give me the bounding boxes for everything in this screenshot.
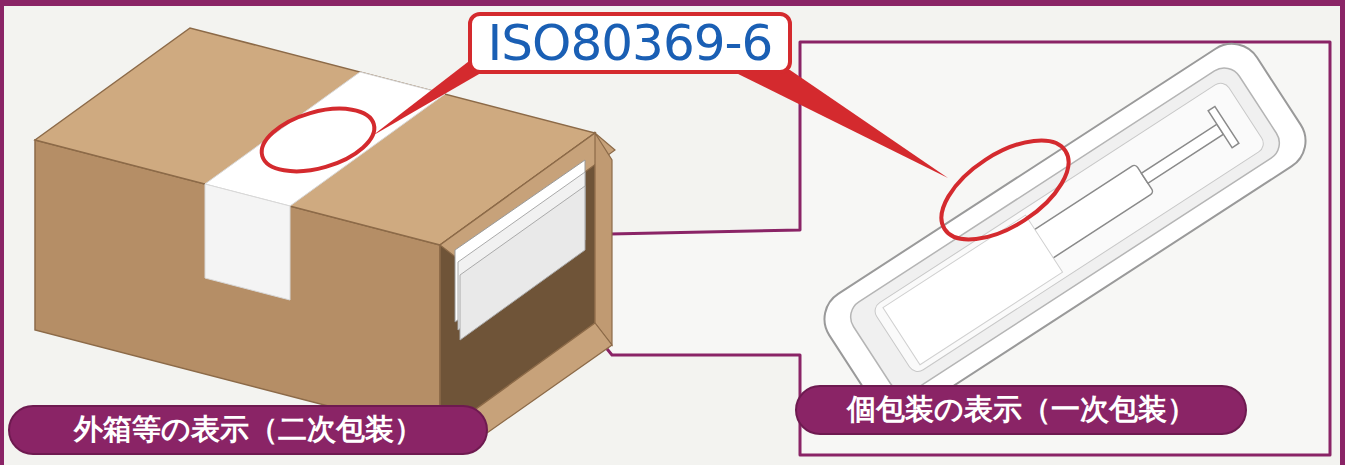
blister-inner — [871, 79, 1267, 375]
frame-left — [0, 0, 4, 465]
caption-text: 個包装の表示（一次包装） — [847, 390, 1196, 430]
frame-right — [1340, 0, 1345, 465]
caption-text: 外箱等の表示（二次包装） — [74, 410, 423, 450]
blister-tray — [813, 32, 1317, 427]
highlight-ellipse — [255, 97, 382, 183]
frame-top — [0, 0, 1345, 6]
plunger-head — [1208, 106, 1239, 147]
caption-banner: 個包装の表示（一次包装） — [795, 385, 1247, 435]
box-label-front — [205, 184, 290, 300]
highlight-ellipse — [925, 121, 1085, 260]
box-flap-side — [595, 133, 612, 345]
box-label-top — [205, 72, 445, 206]
standard-callout: ISO80369-6 — [468, 12, 792, 74]
cardboard-box — [35, 28, 615, 452]
callout-wedge — [730, 70, 948, 178]
standard-code: ISO80369-6 — [488, 14, 773, 72]
syringe-plunger — [1141, 124, 1223, 183]
blister-pack — [813, 32, 1317, 427]
caption-banner: 外箱等の表示（二次包装） — [8, 405, 488, 455]
blister-cavity — [844, 61, 1286, 399]
inner-pack — [460, 186, 585, 340]
